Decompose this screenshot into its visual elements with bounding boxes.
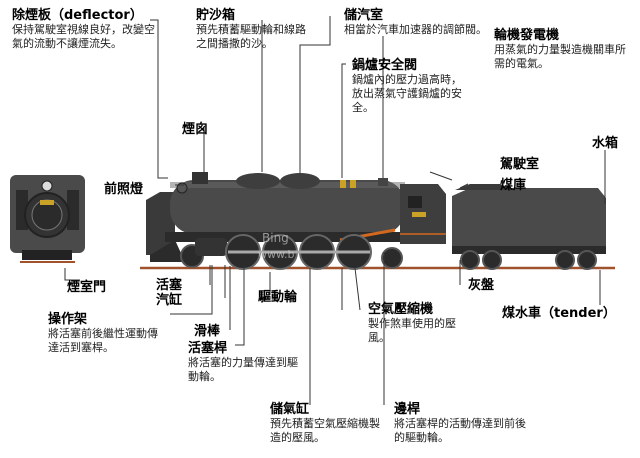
label-side-rod: 邊桿 將活塞桿的活動傳達到前後的驅動輪。 — [394, 402, 526, 445]
label-valve-gear-desc: 將活塞前後繼性運動傳達活到塞桿。 — [48, 327, 158, 354]
label-safety-valve-title: 鍋爐安全閥 — [352, 58, 418, 73]
leader-lines — [64, 16, 606, 405]
watermark-line-2: www.b — [258, 248, 294, 261]
label-generator-desc: 用蒸氣的力量製造機關車所需的電氣。 — [494, 43, 626, 70]
label-side-rod-title: 邊桿 — [394, 402, 421, 417]
label-cylinder: 汽缸 — [156, 293, 183, 308]
label-cab: 駕駛室 — [500, 157, 540, 172]
label-crosshead: 滑棒 — [194, 324, 221, 339]
label-sandbox: 貯沙箱 預先積蓄驅動輪和線路之間播撒的沙。 — [196, 8, 316, 51]
label-valve-gear: 操作架 將活塞前後繼性運動傳達活到塞桿。 — [48, 312, 168, 355]
locomotive-side-view: Bing www.b — [146, 172, 606, 270]
label-air-reservoir-title: 儲氣缸 — [270, 402, 310, 417]
label-steam-dome-desc: 相當於汽車加速器的調節閥。 — [344, 23, 487, 36]
label-side-rod-desc: 將活塞桿的活動傳達到前後的驅動輪。 — [394, 417, 526, 444]
label-sandbox-title: 貯沙箱 — [196, 8, 236, 23]
label-steam-dome-title: 儲汽室 — [344, 8, 384, 23]
label-safety-valve-desc: 鍋爐內的壓力過高時，放出蒸氣守護鍋爐的安全。 — [352, 73, 462, 114]
label-smokebox-door: 煙室門 — [67, 280, 107, 295]
label-ash-pan: 灰盤 — [468, 278, 495, 293]
label-piston-rod-title: 活塞桿 — [188, 341, 228, 356]
label-piston: 活塞 — [156, 278, 183, 293]
label-water-tank: 水箱 — [592, 136, 619, 151]
label-deflector-title: 除煙板（deflector） — [12, 8, 143, 23]
label-headlight: 前照燈 — [104, 182, 144, 197]
label-air-compressor-desc: 製作煞車使用的壓風。 — [368, 317, 456, 344]
label-valve-gear-title: 操作架 — [48, 312, 88, 327]
label-air-reservoir: 儲氣缸 預先積蓄空氣壓縮機製造的壓風。 — [270, 402, 382, 445]
label-driving-wheel: 驅動輪 — [258, 290, 298, 305]
front-view — [10, 175, 85, 263]
label-air-compressor: 空氣壓縮機 製作煞車使用的壓風。 — [368, 302, 468, 345]
label-sandbox-desc: 預先積蓄驅動輪和線路之間播撒的沙。 — [196, 23, 306, 50]
label-steam-dome: 儲汽室 相當於汽車加速器的調節閥。 — [344, 8, 494, 37]
label-tender: 煤水車（tender） — [502, 306, 616, 321]
label-deflector: 除煙板（deflector） 保持駕駛室視線良好，改變空氣的流動不讓煙流失。 — [12, 8, 162, 51]
label-deflector-desc: 保持駕駛室視線良好，改變空氣的流動不讓煙流失。 — [12, 23, 155, 50]
label-air-reservoir-desc: 預先積蓄空氣壓縮機製造的壓風。 — [270, 417, 380, 444]
label-chimney: 煙囪 — [182, 122, 209, 137]
label-piston-rod-desc: 將活塞的力量傳達到驅動輪。 — [188, 356, 298, 383]
watermark-line-1: Bing — [262, 231, 289, 245]
label-air-compressor-title: 空氣壓縮機 — [368, 302, 434, 317]
label-coal-bunker: 煤庫 — [500, 178, 527, 193]
label-generator-title: 輪機發電機 — [494, 28, 560, 43]
label-piston-rod: 活塞桿 將活塞的力量傳達到驅動輪。 — [188, 341, 302, 384]
label-safety-valve: 鍋爐安全閥 鍋爐內的壓力過高時，放出蒸氣守護鍋爐的安全。 — [352, 58, 472, 115]
label-generator: 輪機發電機 用蒸氣的力量製造機關車所需的電氣。 — [494, 28, 630, 71]
